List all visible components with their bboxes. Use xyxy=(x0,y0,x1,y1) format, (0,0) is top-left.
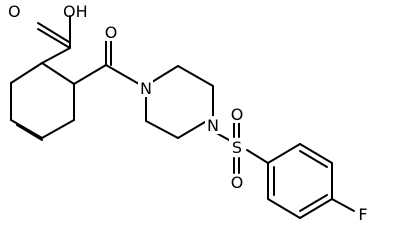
bond xyxy=(267,143,301,164)
amide-oxygen-label: O xyxy=(105,23,118,42)
bond xyxy=(246,149,269,164)
label-background xyxy=(229,138,245,156)
carboxyl-oxygen-label: O xyxy=(8,2,21,21)
cyclohexene-ring xyxy=(10,47,75,141)
hydroxyl-label: OH xyxy=(63,2,88,21)
sulfur-label: S xyxy=(232,138,242,157)
bond xyxy=(299,143,333,164)
bond xyxy=(37,28,71,49)
bond xyxy=(177,65,214,87)
double-bond xyxy=(37,22,70,43)
aromatic-bond xyxy=(299,150,328,168)
bond xyxy=(299,198,333,219)
bond xyxy=(41,119,75,139)
aromatic-bond xyxy=(299,194,328,212)
bond xyxy=(105,64,140,85)
amide-nitrogen-label: N xyxy=(140,79,152,98)
bond xyxy=(41,47,71,64)
label-background xyxy=(138,79,153,97)
sulfonyl-nitrogen-label: N xyxy=(207,116,219,135)
carboxylic-acid-group xyxy=(37,15,71,49)
bond xyxy=(10,119,43,139)
piperazine-ring xyxy=(145,65,214,139)
bond xyxy=(73,64,107,85)
label-background xyxy=(356,205,370,223)
bond xyxy=(267,198,301,219)
double-bond xyxy=(16,124,43,141)
label-background xyxy=(228,174,246,191)
sulfonyl-oxygen-top-label: O xyxy=(231,105,244,124)
label-background xyxy=(205,116,220,134)
label-background xyxy=(102,24,120,41)
amide-carbonyl xyxy=(73,39,140,85)
bond xyxy=(331,198,355,212)
label-background xyxy=(228,106,246,123)
bond xyxy=(10,62,43,84)
bond xyxy=(41,62,75,85)
fluorine-label: F xyxy=(358,205,367,224)
atom-labels: O OH O N N O S O F xyxy=(8,2,370,224)
fluorophenyl-ring xyxy=(267,143,355,219)
sulfonyl-oxygen-bottom-label: O xyxy=(231,173,244,192)
bond xyxy=(145,120,179,139)
bond xyxy=(177,121,206,139)
bond xyxy=(151,65,179,83)
